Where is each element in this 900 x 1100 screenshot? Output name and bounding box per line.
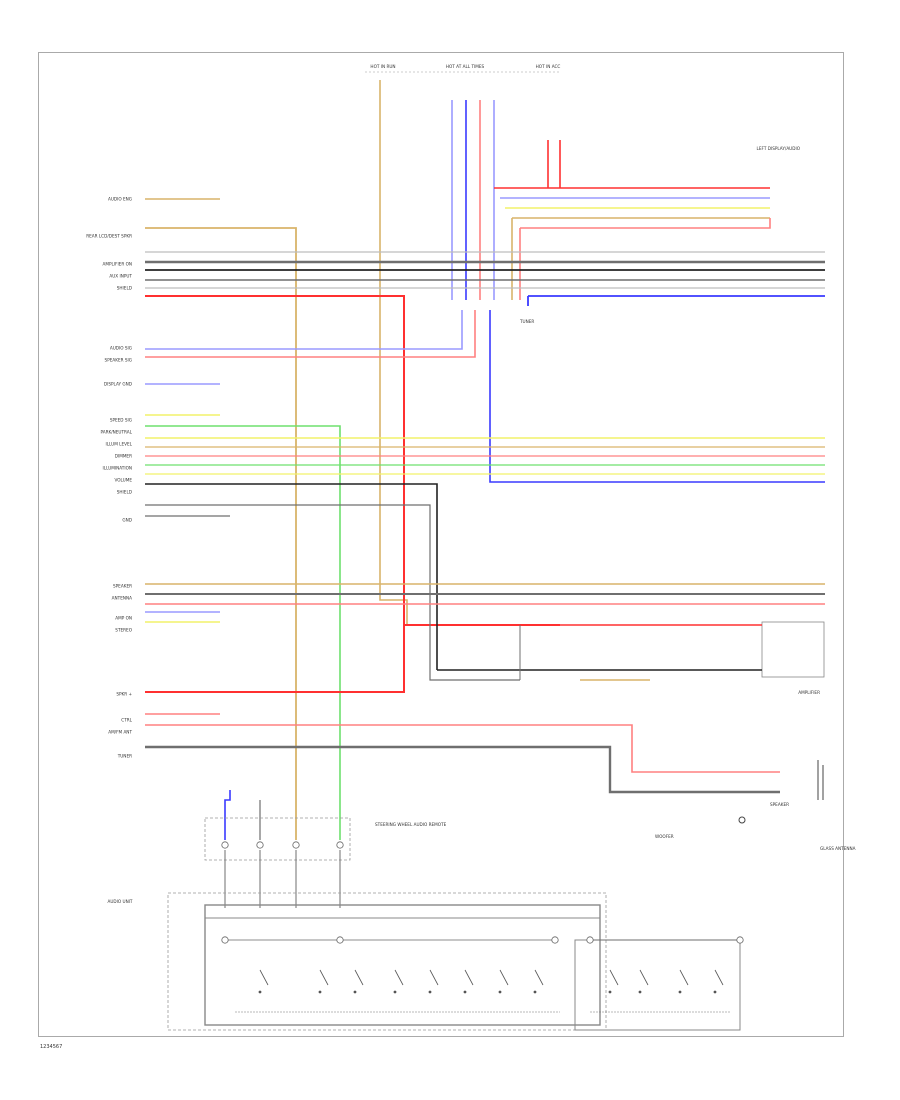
connector-label: VOLUME [114, 478, 132, 483]
wire-blue-volume [489, 310, 825, 483]
footer-code: 1234567 [40, 1044, 63, 1050]
switch-contact [429, 969, 439, 986]
antenna-connector [738, 816, 746, 824]
wire-tan-rear-lcd [145, 227, 297, 800]
switch-node [221, 936, 229, 944]
switch-contact [499, 969, 509, 986]
switch-terminal [318, 990, 322, 994]
switch-contact [464, 969, 474, 986]
connector-label: DISPLAY GND [104, 382, 132, 387]
switch-terminal [428, 990, 432, 994]
clock-spring-pin [221, 841, 229, 849]
switch-terminal [713, 990, 717, 994]
switch-terminal [608, 990, 612, 994]
switch-terminal [258, 990, 262, 994]
steering-switch-outline [167, 892, 607, 1031]
switch-contact [354, 969, 364, 986]
connector-label: SPKR + [116, 692, 132, 697]
switch-terminal [353, 990, 357, 994]
connector-label: SHIELD [117, 490, 132, 495]
component-label: TUNER [519, 319, 534, 324]
switch-contact [394, 969, 404, 986]
steering-switch-panel [204, 904, 601, 1026]
switch-terminal [498, 990, 502, 994]
switch-contact [259, 969, 269, 986]
connector-label: CTRL [121, 718, 132, 723]
connector-label: SPEED SIG [110, 418, 132, 423]
clock-spring-pin [256, 841, 264, 849]
switch-node [551, 936, 559, 944]
connector-label: ANTENNA [112, 596, 132, 601]
connector-label: SPEAKER [113, 584, 132, 589]
connector-label: AUDIO SIG [110, 346, 132, 351]
switch-contact [679, 969, 689, 986]
component-label: AUDIO UNIT [107, 899, 132, 904]
component-label: WOOFER [655, 834, 674, 839]
wire-gray-gnd-a [145, 504, 520, 681]
clock-spring-pin [292, 841, 300, 849]
connector-label: AUDIO ENG [108, 197, 132, 202]
wire-gray-tuner [145, 745, 780, 794]
switch-terminal [638, 990, 642, 994]
diagram-border [38, 52, 844, 1037]
power-source-label: HOT AT ALL TIMES [446, 64, 485, 69]
connector-label: AMP ON [115, 616, 132, 621]
amplifier-box [761, 621, 825, 678]
connector-label: DIMMER [115, 454, 132, 459]
switch-contact [609, 969, 619, 986]
switch-contact [534, 969, 544, 986]
switch-contact [639, 969, 649, 986]
switch-terminal [533, 990, 537, 994]
connector-label: STEREO [115, 628, 132, 633]
connector-label: ILLUMINATION [103, 466, 133, 471]
connector-label: PARK/NEUTRAL [100, 430, 132, 435]
switch-terminal [678, 990, 682, 994]
switch-node [336, 936, 344, 944]
wire-green-park-neutral [145, 425, 341, 820]
connector-label: TUNER [117, 754, 132, 759]
clock-spring-pin [336, 841, 344, 849]
connector-label: AMPLIFIER ON [102, 262, 132, 267]
switch-node [586, 936, 594, 944]
clock-spring-box [204, 817, 351, 861]
component-label: LEFT DISPLAY/AUDIO [757, 146, 801, 151]
connector-label: SPEAKER SIG [105, 358, 132, 363]
connector-label: REAR LCD/DEST SPKR [86, 234, 132, 239]
switch-contact [319, 969, 329, 986]
component-label: AMPLIFIER [798, 690, 820, 695]
wire-pink-display-aux [520, 218, 771, 229]
wire-pink-speaker-sig [145, 310, 476, 358]
switch-terminal [463, 990, 467, 994]
power-source-label: HOT IN RUN [370, 64, 395, 69]
switch-node [736, 936, 744, 944]
switch-terminal [393, 990, 397, 994]
component-label: SPEAKER [770, 802, 789, 807]
component-label: GLASS ANTENNA [820, 846, 856, 851]
wire-red-main-power [145, 295, 560, 626]
wire-pink-am-fm [145, 724, 780, 773]
connector-label: ILLUM LEVEL [105, 442, 132, 447]
connector-label: AM/FM ANT [108, 730, 132, 735]
power-source-label: HOT IN ACC [536, 64, 561, 69]
wire-black-shield [145, 483, 438, 670]
connector-label: GND [122, 518, 132, 523]
wire-lightblue-audio-sig [145, 310, 463, 350]
wire-blue-remote-a [224, 790, 231, 840]
connector-label: SHIELD [117, 286, 132, 291]
connector-label: AUX INPUT [109, 274, 132, 279]
component-label: STEERING WHEEL AUDIO REMOTE [375, 822, 447, 827]
switch-contact [714, 969, 724, 986]
wire-red-speaker-plus [145, 625, 405, 693]
